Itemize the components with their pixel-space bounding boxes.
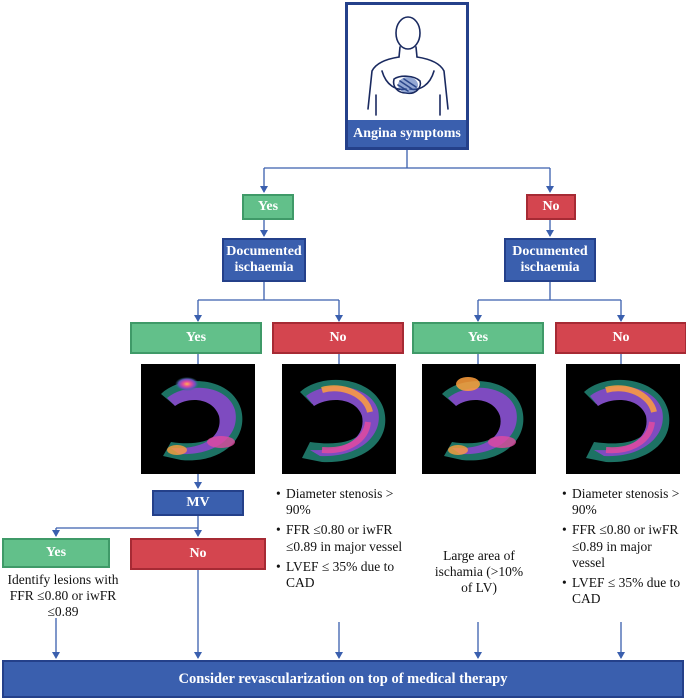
criteria-item: FFR ≤0.80 or iwFR ≤0.89 in major vessel — [562, 522, 684, 571]
mv-yes-box: Yes — [2, 538, 110, 568]
angina-no-box: No — [526, 194, 576, 220]
left-ischaemia-yes-box: Yes — [130, 322, 262, 354]
mv-no-box: No — [130, 538, 266, 570]
large-ischaemia-text: Large area of ischamia (>10% of LV) — [434, 548, 524, 596]
criteria-item: FFR ≤0.80 or iwFR ≤0.89 in major vessel — [276, 522, 404, 554]
left-no-criteria: Diameter stenosis > 90% FFR ≤0.80 or iwF… — [276, 486, 404, 595]
consider-revascularization-bar: Consider revascularization on top of med… — [2, 660, 684, 698]
criteria-item: Diameter stenosis > 90% — [562, 486, 684, 518]
mv-box: MV — [152, 490, 244, 516]
right-ischaemia-no-box: No — [555, 322, 686, 354]
criteria-item: LVEF ≤ 35% due to CAD — [276, 559, 404, 591]
angina-yes-box: Yes — [242, 194, 294, 220]
right-no-criteria: Diameter stenosis > 90% FFR ≤0.80 or iwF… — [562, 486, 684, 611]
left-ischaemia-no-box: No — [272, 322, 404, 354]
criteria-item: LVEF ≤ 35% due to CAD — [562, 575, 684, 607]
perfusion-scan-image — [422, 364, 536, 474]
angina-symptoms-label: Angina symptoms — [348, 120, 466, 147]
patient-figure-icon — [367, 16, 449, 116]
perfusion-scan-image — [282, 364, 396, 474]
mv-yes-text: Identify lesions with FFR ≤0.80 or iwFR … — [7, 572, 119, 620]
right-ischaemia-yes-box: Yes — [412, 322, 544, 354]
perfusion-scan-image — [566, 364, 680, 474]
criteria-item: Diameter stenosis > 90% — [276, 486, 404, 518]
right-documented-ischaemia-box: Documented ischaemia — [504, 238, 596, 282]
angina-symptoms-box: Angina symptoms — [345, 2, 469, 150]
left-documented-ischaemia-box: Documented ischaemia — [222, 238, 306, 282]
perfusion-scan-image — [141, 364, 255, 474]
